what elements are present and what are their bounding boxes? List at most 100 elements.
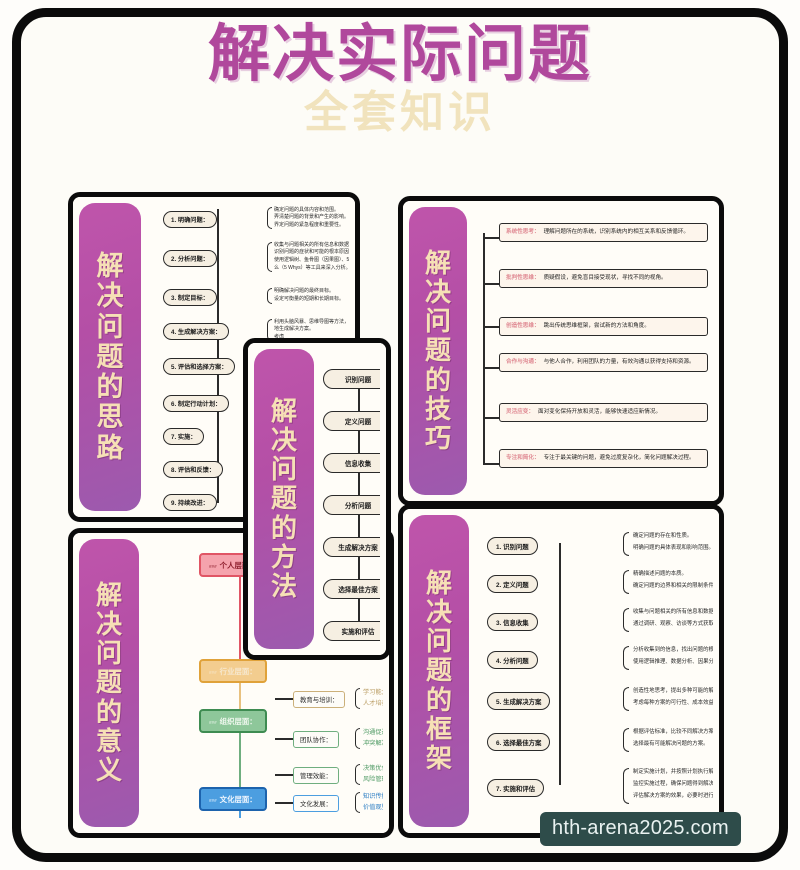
framework-node-3-detail-0: 分析收集到的信息，找出问题的根源。	[633, 647, 713, 653]
methods-node-1[interactable]: 定义问题	[323, 411, 380, 431]
significance-level-prefix-3: ###	[209, 797, 217, 803]
technique-label-3: 合作与沟通：	[506, 359, 540, 365]
card-problem-solving-framework[interactable]: 解决问题的框架 1. 识别问题确定问题的存在和性质。明确问题的具体表现和影响范围…	[398, 504, 724, 838]
approach-title-char-0: 解	[96, 251, 124, 282]
framework-node-1-detail-0: 精确描述问题的本质。	[633, 571, 687, 577]
technique-text-0: 理解问题所在的系统，识别系统内的相互关系和反馈循环。	[543, 229, 690, 235]
approach-node-8[interactable]: 9. 持续改进：	[163, 494, 217, 511]
significance-title-char-3: 题	[95, 667, 122, 698]
technique-item-0[interactable]: 系统性思考：理解问题所在的系统，识别系统内的相互关系和反馈循环。	[499, 223, 708, 242]
technique-item-5[interactable]: 专注和简化：专注于最关键的问题，避免过度复杂化，简化问题解决过程。	[499, 449, 708, 468]
framework-node-2[interactable]: 3. 信息收集	[487, 613, 538, 632]
methods-title-char-4: 的	[270, 512, 297, 543]
approach-node-2[interactable]: 3. 制定目标：	[163, 289, 217, 307]
technique-item-1[interactable]: 批判性思维：质疑假设，避免盲目接受现状，寻找不同的视角。	[499, 269, 708, 288]
significance-level-label-0: 个人层面：	[219, 560, 257, 570]
technique-text-1: 质疑假设，避免盲目接受现状，寻找不同的视角。	[543, 275, 667, 281]
significance-branch-3-leaf-1: 价值观塑造	[363, 804, 383, 811]
approach-node-5[interactable]: 6. 制定行动计划：	[163, 395, 230, 413]
framework-node-3[interactable]: 4. 分析问题	[487, 651, 538, 670]
significance-level-org[interactable]: ###组织层面：	[199, 709, 267, 733]
framework-node-1[interactable]: 2. 定义问题	[487, 575, 538, 594]
approach-title-char-2: 问	[96, 311, 124, 342]
approach-node-3-detail-0: 利用头脑风暴、思维导图等方法，尽可能多	[274, 318, 349, 325]
significance-branch-3-leaf-0: 知识传播	[363, 793, 383, 800]
framework-title-char-3: 题	[425, 655, 452, 686]
approach-node-0[interactable]: 1. 明确问题：	[163, 211, 217, 229]
approach-node-6[interactable]: 7. 实施：	[163, 428, 205, 446]
methods-title-char-3: 题	[270, 483, 297, 514]
significance-title-char-1: 决	[95, 609, 122, 640]
methods-title-char-6: 法	[270, 570, 297, 601]
significance-branch-2-leaf-0: 决策优化	[363, 765, 383, 772]
approach-title-char-5: 思	[96, 402, 124, 433]
card-title-bar-significance: 解决问题的意义	[79, 539, 139, 827]
approach-node-7[interactable]: 8. 评估和反馈：	[163, 461, 224, 479]
framework-node-2-detail-0: 收集与问题相关的所有信息和数据。	[633, 609, 713, 615]
technique-text-3: 与他人合作，利用团队的力量，有效沟通以获得支持和资源。	[543, 359, 695, 365]
technique-item-4[interactable]: 灵活应变：面对变化保持开放和灵活，能够快速适应新情况。	[499, 403, 708, 422]
approach-node-2-detail-1: 设定可衡量的短期和长期目标。	[274, 296, 345, 302]
approach-node-1[interactable]: 2. 分析问题：	[163, 250, 217, 268]
card-title-bar-approach: 解决问题的思路	[79, 203, 141, 511]
significance-level-prefix-2: ###	[209, 719, 217, 725]
framework-node-1-detail-1: 确定问题的边界和相关的限制条件。	[633, 583, 713, 589]
approach-title-char-4: 的	[96, 372, 124, 403]
significance-branch-2[interactable]: 管理效能：	[293, 767, 339, 784]
technique-label-1: 批判性思维：	[506, 275, 540, 281]
technique-item-3[interactable]: 合作与沟通：与他人合作，利用团队的力量，有效沟通以获得支持和资源。	[499, 353, 708, 372]
approach-title-char-6: 路	[96, 432, 124, 463]
techniques-title-char-3: 题	[424, 335, 451, 366]
card-body-techniques: 系统性思考：理解问题所在的系统，识别系统内的相互关系和反馈循环。批判性思维：质疑…	[473, 207, 713, 495]
framework-node-6[interactable]: 7. 实施和评估	[487, 779, 545, 798]
significance-branch-3[interactable]: 文化发展：	[293, 795, 339, 812]
card-problem-solving-methods[interactable]: 解决问题的方法 识别问题定义问题信息收集分析问题生成解决方案选择最佳方案实施和评…	[243, 338, 391, 660]
methods-title-char-5: 方	[270, 541, 297, 572]
card-body-significance: ###个人层面：###行业层面：###组织层面：###文化层面：教育与培训：学习…	[143, 539, 383, 827]
methods-node-0[interactable]: 识别问题	[323, 369, 380, 389]
approach-title-char-1: 决	[96, 281, 124, 312]
significance-title-char-6: 义	[95, 754, 122, 785]
significance-level-industry[interactable]: ###行业层面：	[199, 659, 267, 683]
framework-node-4[interactable]: 5. 生成解决方案	[487, 692, 551, 711]
methods-node-6[interactable]: 实施和评估	[323, 621, 380, 641]
approach-node-1-detail-0: 收集与问题相关的所有信息和数据。	[274, 241, 349, 248]
significance-branch-0[interactable]: 教育与培训：	[293, 691, 346, 708]
significance-level-label-2: 组织层面：	[219, 716, 257, 726]
technique-text-2: 跳出传统思维框架，尝试新的方法和角度。	[543, 323, 650, 329]
significance-level-culture[interactable]: ###文化层面：	[199, 787, 267, 811]
framework-title-char-2: 问	[425, 626, 452, 657]
methods-node-2[interactable]: 信息收集	[323, 453, 380, 473]
significance-level-prefix-1: ###	[209, 669, 217, 675]
methods-title-char-1: 决	[270, 425, 297, 456]
framework-node-6-detail-1: 监控实施过程，确保问题得到解决。	[633, 781, 713, 787]
technique-label-4: 灵活应变：	[506, 409, 534, 415]
methods-node-4[interactable]: 生成解决方案	[323, 537, 380, 557]
methods-title-char-0: 解	[270, 396, 297, 427]
approach-node-3[interactable]: 4. 生成解决方案：	[163, 323, 230, 341]
approach-node-1-detail-3: 么（5 Whys）等工具来深入分析。	[274, 264, 349, 271]
significance-branch-1[interactable]: 团队协作：	[293, 731, 339, 748]
card-body-methods: 识别问题定义问题信息收集分析问题生成解决方案选择最佳方案实施和评估	[317, 349, 380, 649]
methods-node-3[interactable]: 分析问题	[323, 495, 380, 515]
techniques-title-char-0: 解	[424, 248, 451, 279]
framework-node-4-detail-0: 创造性地思考，提出多种可能的解决方案。	[633, 688, 713, 694]
card-title-bar-methods: 解决问题的方法	[254, 349, 314, 649]
methods-node-5[interactable]: 选择最佳方案	[323, 579, 380, 599]
approach-node-4[interactable]: 5. 评估和选择方案：	[163, 358, 236, 376]
approach-title-char-3: 题	[96, 341, 124, 372]
framework-node-5[interactable]: 6. 选择最佳方案	[487, 733, 551, 752]
card-problem-solving-techniques[interactable]: 解决问题的技巧 系统性思考：理解问题所在的系统，识别系统内的相互关系和反馈循环。…	[398, 196, 724, 506]
approach-node-3-detail-2: 考虑	[274, 333, 285, 340]
framework-node-3-detail-1: 使用逻辑推理、数据分析、因果分析等方法。	[633, 659, 713, 665]
approach-node-1-detail-2: 使用逻辑树、鱼骨图（因果图）、5个为什	[274, 257, 349, 263]
framework-title-char-0: 解	[425, 568, 452, 599]
technique-label-0: 系统性思考：	[506, 229, 540, 235]
technique-item-2[interactable]: 创造性思维：跳出传统思维框架，尝试新的方法和角度。	[499, 317, 708, 336]
framework-node-5-detail-1: 选择最有可能解决问题的方案。	[633, 741, 709, 747]
significance-branch-1-leaf-0: 沟通促进	[363, 729, 383, 736]
framework-node-0[interactable]: 1. 识别问题	[487, 537, 538, 556]
techniques-title-char-2: 问	[424, 306, 451, 337]
techniques-title-char-5: 技	[424, 393, 451, 424]
technique-label-2: 创造性思维：	[506, 323, 540, 329]
